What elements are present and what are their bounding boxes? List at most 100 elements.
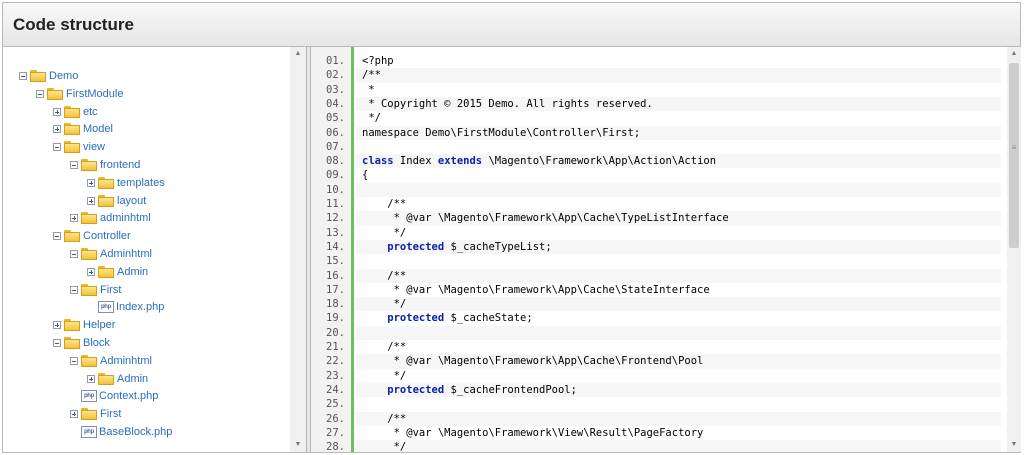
expand-icon[interactable] (87, 196, 95, 205)
collapse-icon[interactable] (53, 339, 61, 347)
tree-folder[interactable]: Helper (53, 317, 115, 333)
line-number: 19. (326, 312, 345, 325)
code-text: */ (356, 297, 1001, 312)
folder-icon (98, 194, 114, 207)
tree-item-label: Index.php (116, 301, 165, 314)
tree-folder[interactable]: adminhtml (70, 210, 151, 226)
tree-folder[interactable]: frontend (70, 157, 140, 173)
tree-scrollbar[interactable]: ▲ ▼ (290, 47, 306, 452)
collapse-icon[interactable] (19, 72, 27, 80)
code-text: * (362, 83, 375, 96)
tree-folder[interactable]: templates (87, 175, 165, 191)
code-line: 20. (311, 325, 1001, 340)
code-text: { (362, 169, 369, 182)
collapse-icon[interactable] (36, 89, 44, 98)
code-text: namespace Demo\FirstModule\Controller\Fi… (356, 125, 1001, 140)
folder-icon (81, 159, 97, 171)
expand-icon[interactable] (53, 107, 61, 116)
line-number: 01. (326, 55, 345, 67)
tree-folder[interactable]: Adminhtml (70, 353, 152, 369)
tree-folder[interactable]: Demo (19, 68, 78, 84)
code-text: /** (362, 198, 407, 210)
tree-item-label: Adminhtml (100, 248, 152, 260)
expand-icon[interactable] (53, 321, 61, 330)
code-line: 07. (311, 140, 1001, 154)
expand-icon[interactable] (87, 374, 95, 383)
scroll-grip-icon: ≡ (1011, 143, 1017, 152)
tree-folder[interactable]: layout (87, 193, 146, 209)
folder-icon (98, 265, 114, 278)
scroll-down-icon[interactable]: ▼ (294, 441, 302, 448)
tree-folder[interactable]: FirstModule (36, 86, 123, 102)
tree-folder[interactable]: etc (53, 104, 98, 120)
code-text: * @var \Magento\Framework\App\Cache\Type… (356, 211, 1001, 226)
folder-icon (64, 141, 80, 154)
line-number: 02. (326, 69, 345, 82)
collapse-icon[interactable] (70, 161, 78, 169)
scroll-up-icon[interactable]: ▲ (1010, 50, 1018, 57)
code-text: */ (362, 226, 407, 239)
code-line: 25. (311, 397, 1001, 411)
folder-icon (64, 230, 80, 243)
tree-item-label: adminhtml (100, 212, 151, 225)
code-line: 14. protected $_cacheTypeList; (311, 239, 1001, 255)
collapse-icon[interactable] (70, 250, 78, 258)
code-text: * @var \Magento\Framework\App\Cache\Stat… (362, 283, 710, 296)
tree-folder[interactable]: view (53, 139, 105, 155)
expand-icon[interactable] (87, 178, 95, 187)
tree-item-label: frontend (100, 159, 141, 171)
line-number: 11. (326, 198, 345, 210)
expand-icon[interactable] (70, 214, 78, 223)
line-number: 26. (326, 412, 345, 425)
tree-folder[interactable]: Model (53, 121, 113, 137)
line-number: 16. (326, 269, 345, 282)
line-number: 28. (326, 441, 345, 452)
code-line: 15. (311, 254, 1001, 268)
line-number: 23. (326, 369, 345, 382)
line-number: 05. (326, 112, 345, 125)
line-number: 22. (326, 355, 345, 368)
line-number: 13. (326, 226, 345, 239)
tree-folder[interactable]: Admin (87, 264, 148, 280)
pane-splitter[interactable] (306, 47, 311, 452)
code-line: 08.class Index extends \Magento\Framewor… (311, 154, 1001, 169)
collapse-icon[interactable] (53, 232, 61, 241)
scroll-up-icon[interactable]: ▲ (294, 50, 302, 57)
line-number: 08. (326, 155, 345, 168)
collapse-icon[interactable] (70, 285, 78, 294)
line-number: 09. (326, 169, 345, 182)
code-line: 19. protected $_cacheState; (311, 311, 1001, 325)
expand-icon[interactable] (87, 267, 95, 276)
line-number: 27. (326, 426, 345, 439)
tree-folder[interactable]: First (70, 406, 121, 422)
expand-icon[interactable] (70, 410, 78, 419)
tree-folder[interactable]: Block (53, 335, 110, 351)
code-scrollbar[interactable]: ▲ ≡ ▼ (1007, 47, 1021, 452)
scrollbar-thumb[interactable] (1009, 63, 1019, 248)
tree-item-label: Admin (117, 372, 149, 385)
code-line: 17. * @var \Magento\Framework\App\Cache\… (311, 283, 1001, 297)
tree-item-label: Admin (117, 265, 149, 278)
code-text (356, 254, 1001, 268)
tree-item-label: BaseBlock.php (99, 426, 173, 438)
scroll-down-icon[interactable]: ▼ (1010, 441, 1018, 448)
expand-icon[interactable] (53, 125, 61, 134)
collapse-icon[interactable] (53, 143, 61, 152)
tree-folder[interactable]: First (70, 282, 121, 298)
panel-header: Code structure (3, 3, 1020, 47)
code-line: 02./** (311, 68, 1001, 83)
folder-icon (64, 123, 80, 136)
code-line: 28. */ (311, 440, 1001, 452)
tree-folder[interactable]: Controller (53, 228, 131, 244)
code-line: 24. protected $_cacheFrontendPool; (311, 382, 1001, 398)
collapse-icon[interactable] (70, 356, 78, 365)
tree-folder[interactable]: Adminhtml (70, 246, 152, 262)
tree-folder[interactable]: Admin (87, 371, 148, 387)
tree-item-label: FirstModule (66, 87, 124, 100)
code-line: 21. /** (311, 340, 1001, 354)
